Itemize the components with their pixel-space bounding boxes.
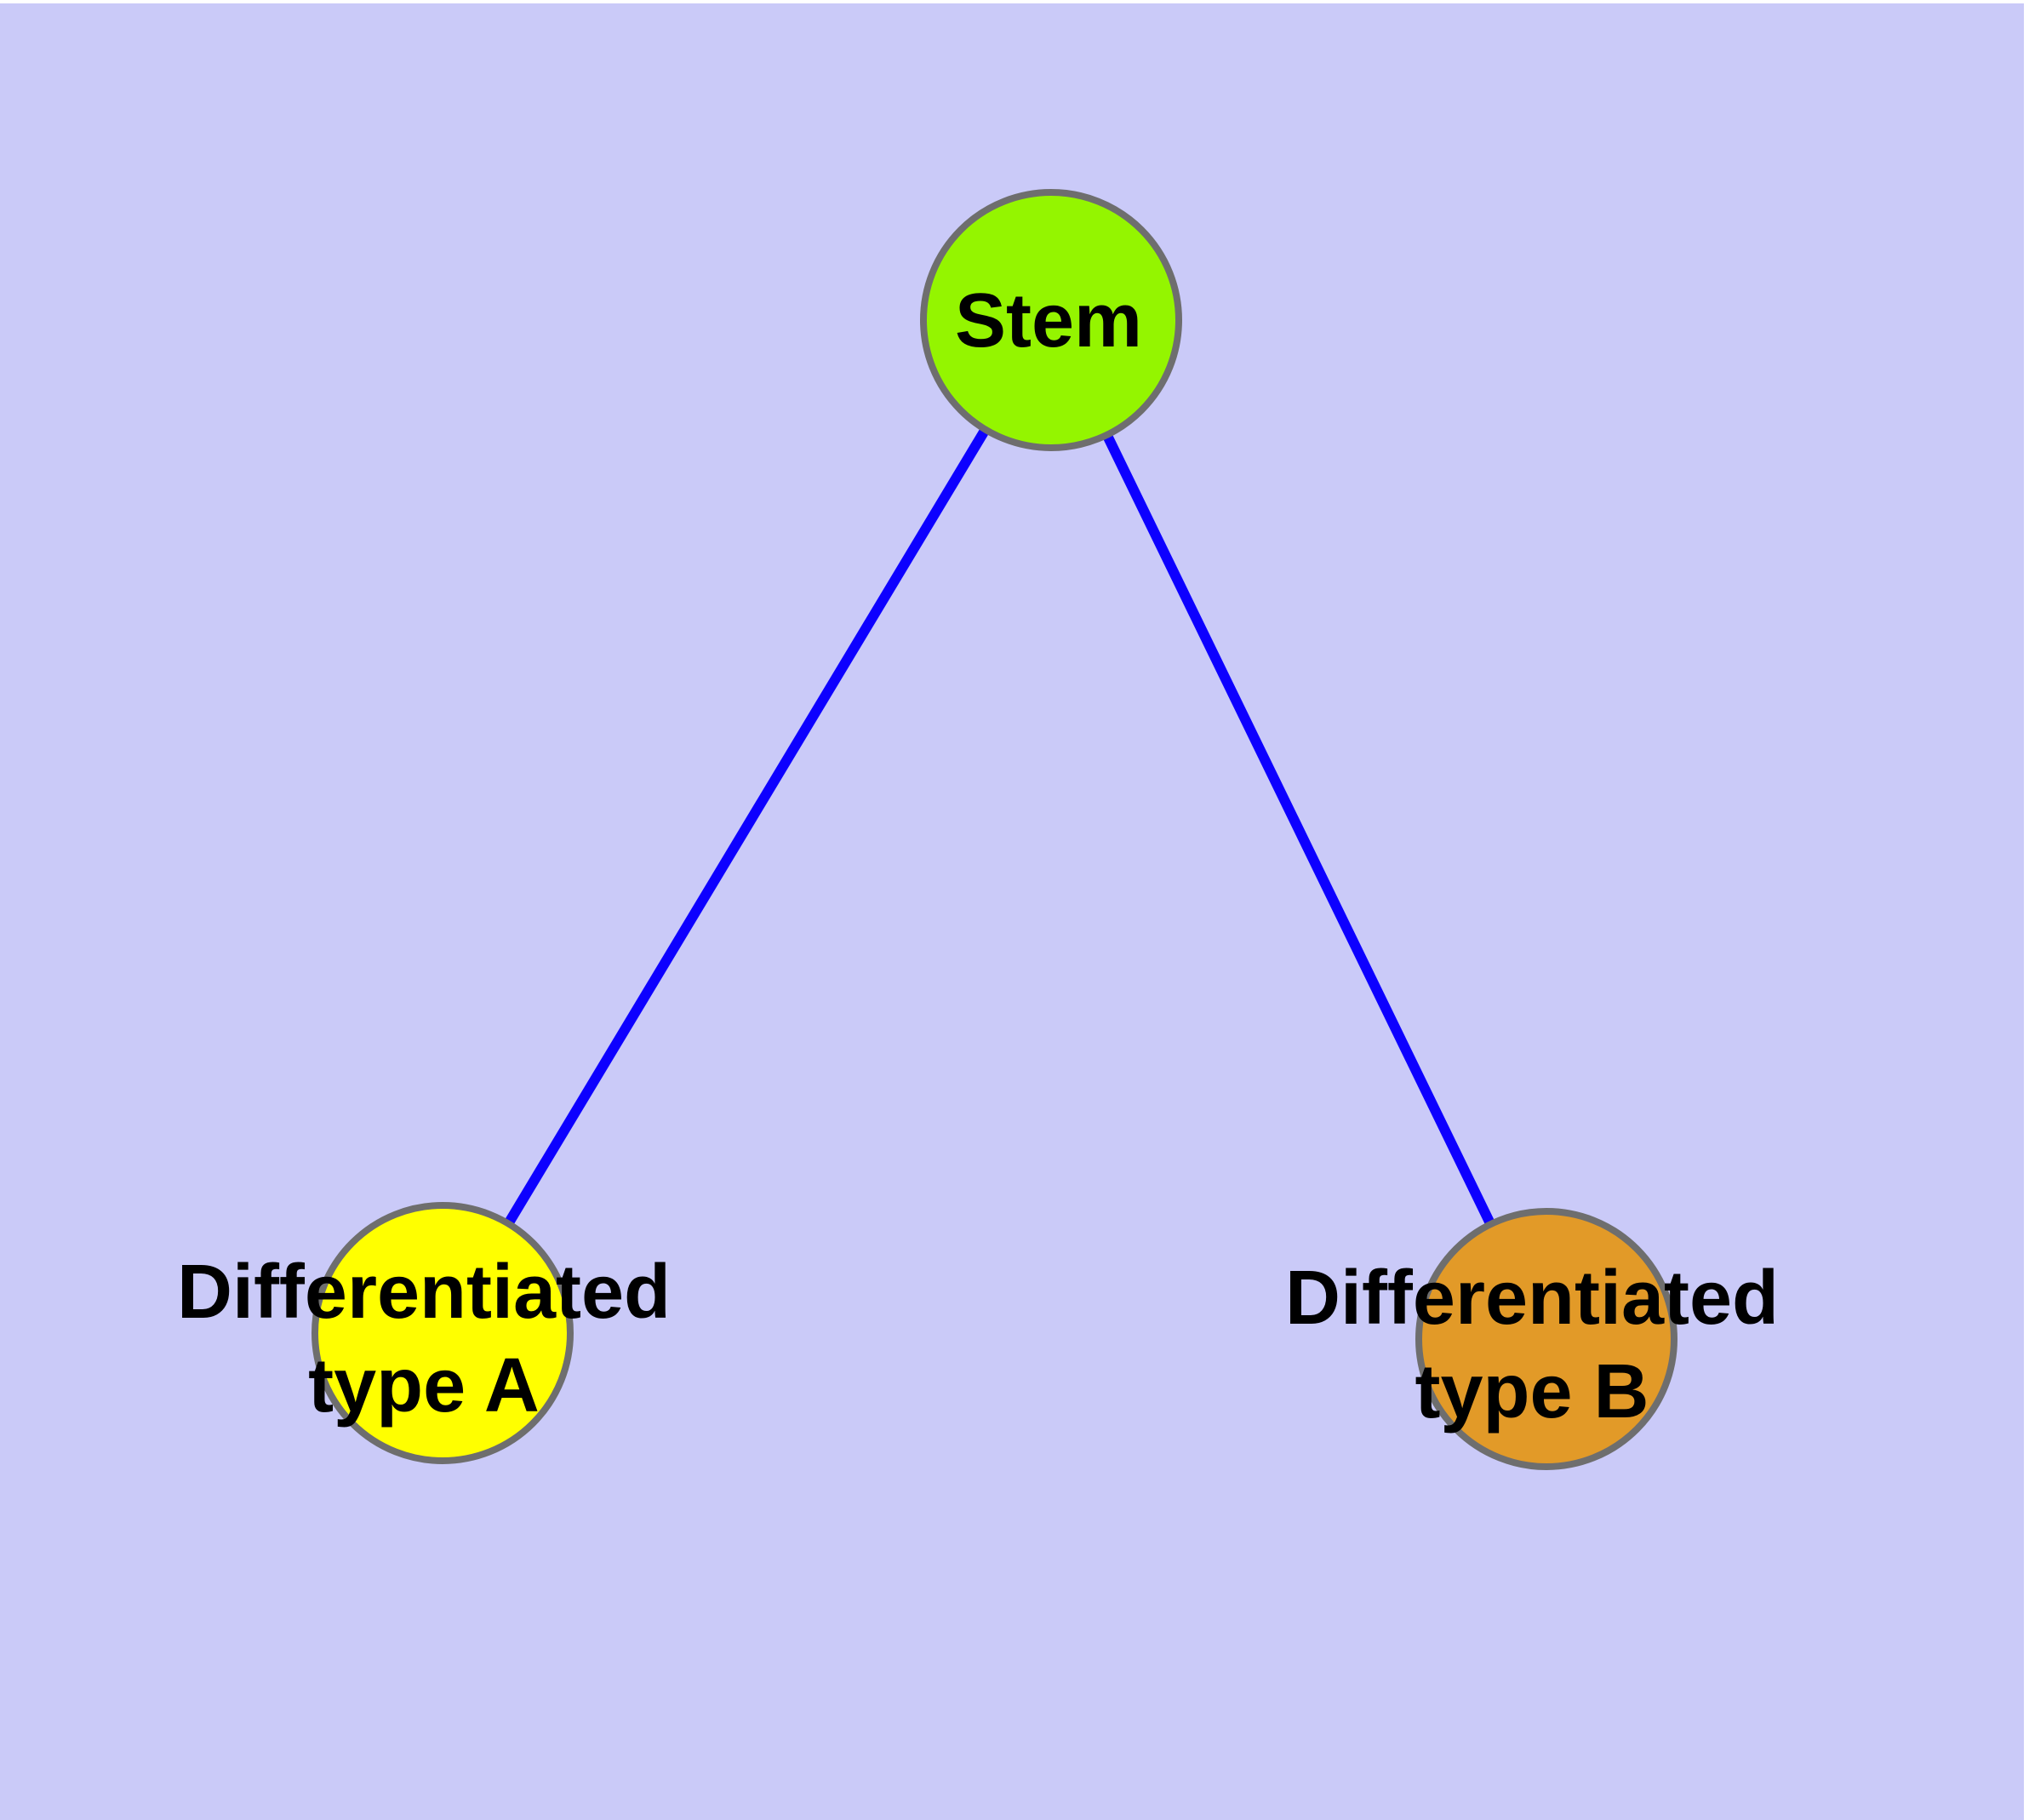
edge-stem-to-type-a: [437, 317, 1056, 1336]
edge-stem-to-type-b: [1046, 318, 1552, 1342]
node-group: [311, 189, 1677, 1470]
type-b-label-line1: Differentiated: [1285, 1256, 1779, 1341]
edge-group: [437, 317, 1552, 1342]
stem-node: [920, 189, 1182, 451]
type-a-node: [311, 1202, 574, 1464]
stem-node-label: Stem: [955, 278, 1142, 363]
type-b-label-line2: type B: [1415, 1349, 1649, 1434]
type-b-node: [1415, 1208, 1677, 1470]
type-a-label-line2: type A: [308, 1343, 540, 1428]
type-a-label-line1: Differentiated: [177, 1250, 671, 1335]
label-group: Stem Differentiated type A Differentiate…: [177, 278, 1779, 1434]
